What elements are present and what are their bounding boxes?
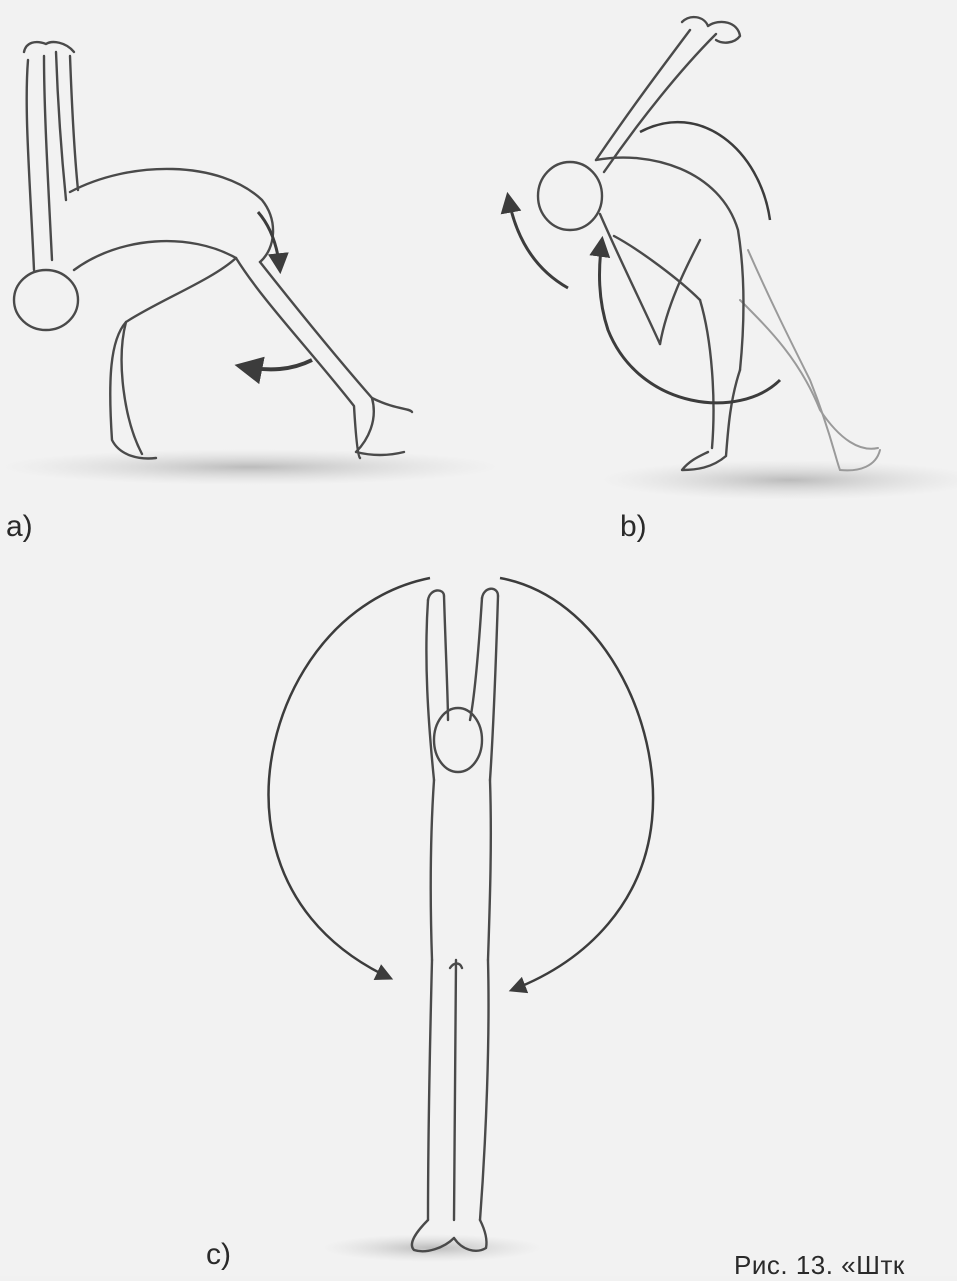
body-circle-arrow-icon: [600, 240, 780, 403]
figure-label-a: a): [6, 512, 33, 542]
left-arm-circle-arrow-icon: [269, 578, 430, 978]
figure-caption: Рис. 13. «Штк: [734, 1250, 905, 1281]
ground-shadow-a: [0, 449, 500, 485]
figure-label-b: b): [620, 512, 647, 542]
figure-a: [0, 42, 500, 485]
right-arm-circle-arrow-icon: [500, 578, 653, 990]
person-bending-backward-figure: [14, 42, 412, 458]
lower-rotation-arrow-icon: [240, 360, 312, 369]
figure-c: [269, 578, 654, 1262]
person-forward-bend-ghost-figure: [740, 250, 880, 470]
head-circle-arrow-icon: [508, 196, 568, 288]
figure-b: [508, 17, 957, 500]
person-standing-arms-up-figure: [412, 589, 498, 1252]
ground-shadow-b: [600, 460, 957, 500]
upper-circle-arc-icon: [640, 122, 770, 220]
ground-shadow-c: [322, 1234, 542, 1262]
figure-label-c: c): [206, 1240, 231, 1270]
